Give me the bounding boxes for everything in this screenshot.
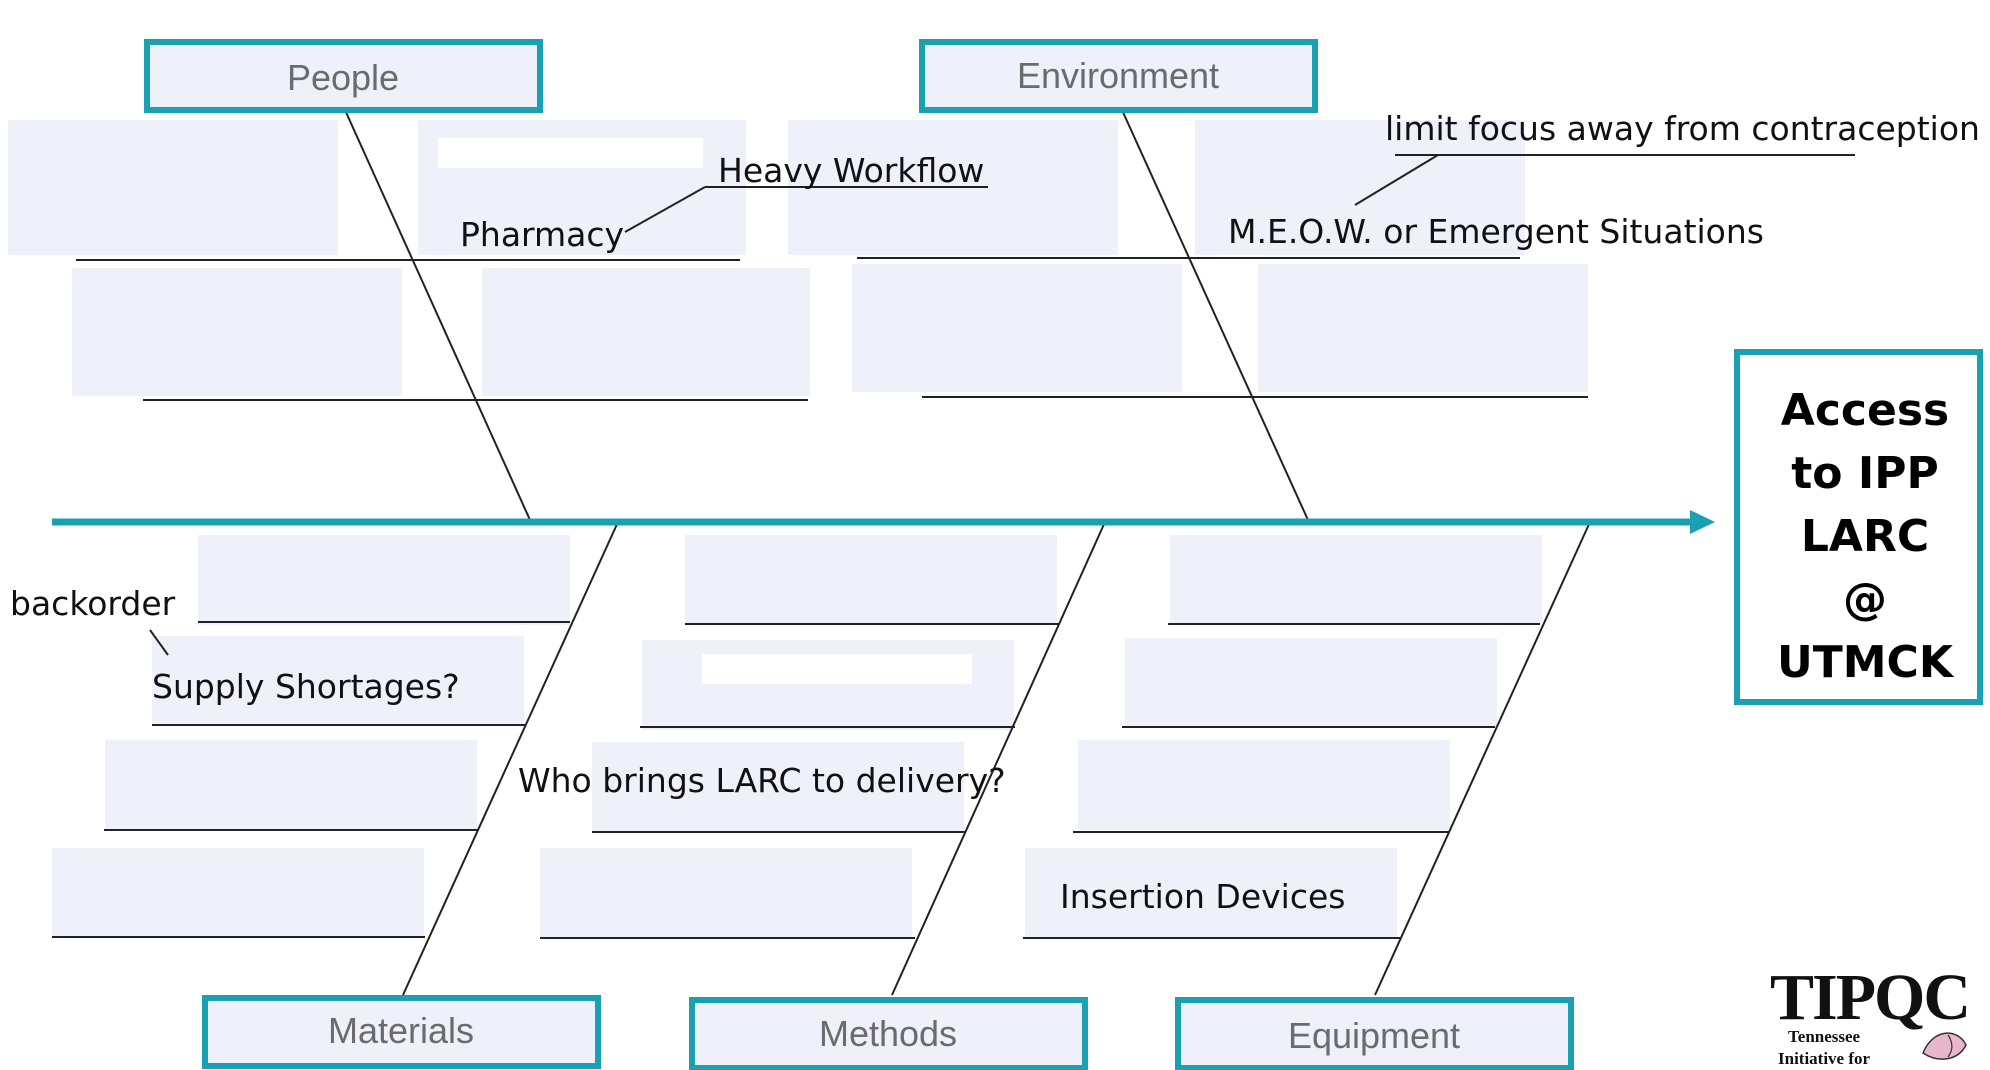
effect-line-2: to IPP (1791, 448, 1938, 499)
logo-subtitle-2: Initiative for (1778, 1049, 1871, 1068)
effect-line-4: @ (1843, 574, 1887, 625)
cause-limit-focus: limit focus away from contraception (1385, 109, 1980, 148)
cause-meow: M.E.O.W. or Emergent Situations (1228, 212, 1764, 251)
effect-line-1: Access (1781, 385, 1949, 436)
category-equipment: Equipment (1175, 997, 1574, 1070)
category-methods: Methods (689, 997, 1088, 1070)
cause-who-brings-larc: Who brings LARC to delivery? (518, 761, 1006, 800)
category-equipment-label: Equipment (1288, 1015, 1460, 1056)
cause-insertion-devices: Insertion Devices (1060, 877, 1345, 916)
effect-box: Access to IPP LARC @ UTMCK (1734, 349, 1983, 705)
category-materials-label: Materials (328, 1010, 474, 1051)
logo-ribbon-icon (1922, 1032, 1967, 1060)
category-environment-label: Environment (1017, 55, 1219, 96)
tipqc-logo: TIPQC Tennessee Initiative for (1770, 965, 1990, 1070)
category-people: People (144, 39, 543, 113)
cause-heavy-workflow: Heavy Workflow (718, 151, 984, 190)
effect-line-3: LARC (1801, 511, 1929, 562)
cause-pharmacy: Pharmacy (460, 215, 624, 254)
cause-supply-shortages: Supply Shortages? (152, 667, 460, 706)
category-methods-label: Methods (819, 1013, 957, 1054)
logo-subtitle-1: Tennessee (1788, 1027, 1861, 1046)
spine-arrowhead (1690, 510, 1715, 534)
logo-wordmark: TIPQC (1770, 961, 1971, 1034)
branch-lines (52, 109, 1855, 996)
category-materials: Materials (202, 995, 601, 1069)
cause-backorder: backorder (10, 584, 176, 623)
effect-line-5: UTMCK (1777, 637, 1955, 688)
category-people-label: People (287, 57, 399, 98)
category-environment: Environment (919, 39, 1318, 113)
